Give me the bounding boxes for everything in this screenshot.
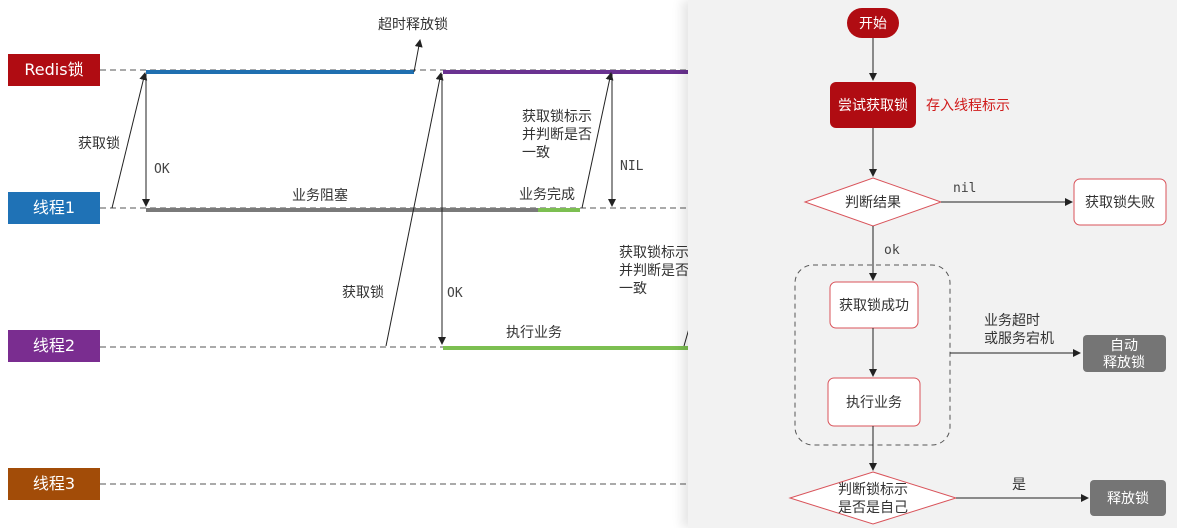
t1-check-arrow xyxy=(581,72,614,209)
try-lock-node xyxy=(830,82,916,128)
nil-branch-label: nil xyxy=(953,181,976,196)
release-label: 释放锁 xyxy=(1107,491,1149,507)
auto-release-node xyxy=(1083,335,1166,372)
yes-branch-label: 是 xyxy=(1012,477,1026,493)
t1-check-label-line3: 一致 xyxy=(522,145,550,161)
t2-check-label-line1: 获取锁标示 xyxy=(619,245,689,261)
t1-check-label-line1: 获取锁标示 xyxy=(522,109,592,125)
t1-blocked-label: 业务阻塞 xyxy=(292,188,348,204)
timeline-diagram xyxy=(100,39,700,485)
execute-label: 执行业务 xyxy=(846,395,902,411)
lock-success-node xyxy=(829,281,919,329)
t1-done-label: 业务完成 xyxy=(519,187,575,203)
timeout-label-line1: 业务超时 xyxy=(984,313,1040,329)
t2-check-label-line3: 一致 xyxy=(619,281,647,297)
t2-acquire-label: 获取锁 xyxy=(342,285,384,301)
t2-exec-label: 执行业务 xyxy=(506,325,562,341)
nil-label: NIL xyxy=(620,159,644,174)
t1-ok-label: OK xyxy=(154,162,170,177)
start-node-label: 开始 xyxy=(859,16,887,32)
judge-id-decision xyxy=(788,471,958,525)
auto-release-label-line1: 自动 xyxy=(1110,338,1138,354)
lock-failed-label: 获取锁失败 xyxy=(1085,195,1155,211)
redis-lane-label: Redis锁 xyxy=(8,54,100,86)
t2-check-label-line2: 并判断是否 xyxy=(619,263,689,279)
judge-result-label: 判断结果 xyxy=(845,195,901,211)
release-node xyxy=(1090,480,1166,516)
lock-success-label: 获取锁成功 xyxy=(839,298,909,314)
judge-id-label-line2: 是否是自己 xyxy=(838,500,908,516)
auto-release-label-line2: 释放锁 xyxy=(1103,355,1145,371)
thread1-lane-label: 线程1 xyxy=(8,192,100,224)
flowchart: 开始 尝试获取锁 存入线程标示 判断结果 nil 获取锁失败 ok 获取锁成功 … xyxy=(788,8,1167,525)
thread3-lane-label: 线程3 xyxy=(8,468,100,500)
lock-failed-node xyxy=(1073,178,1167,226)
execute-node xyxy=(827,377,921,427)
t2-acquire-arrow xyxy=(385,72,444,347)
flowchart-panel: 开始 尝试获取锁 存入线程标示 判断结果 nil 获取锁失败 ok 获取锁成功 … xyxy=(688,0,1177,528)
t1-acquire-label: 获取锁 xyxy=(78,136,120,152)
store-thread-id-label: 存入线程标示 xyxy=(926,98,1010,114)
ok-branch-label: ok xyxy=(884,243,900,258)
start-node xyxy=(847,8,899,38)
t1-acquire-arrow xyxy=(111,72,148,209)
timeout-label-line2: 或服务宕机 xyxy=(984,331,1054,347)
judge-id-label-line1: 判断锁标示 xyxy=(838,482,908,498)
t2-ok-label: OK xyxy=(447,286,463,301)
timeout-release-arrow xyxy=(413,39,423,73)
timeout-release-label: 超时释放锁 xyxy=(378,17,448,33)
try-lock-label: 尝试获取锁 xyxy=(838,98,908,114)
t1-check-label-line2: 并判断是否 xyxy=(522,127,592,143)
thread2-lane-label: 线程2 xyxy=(8,330,100,362)
